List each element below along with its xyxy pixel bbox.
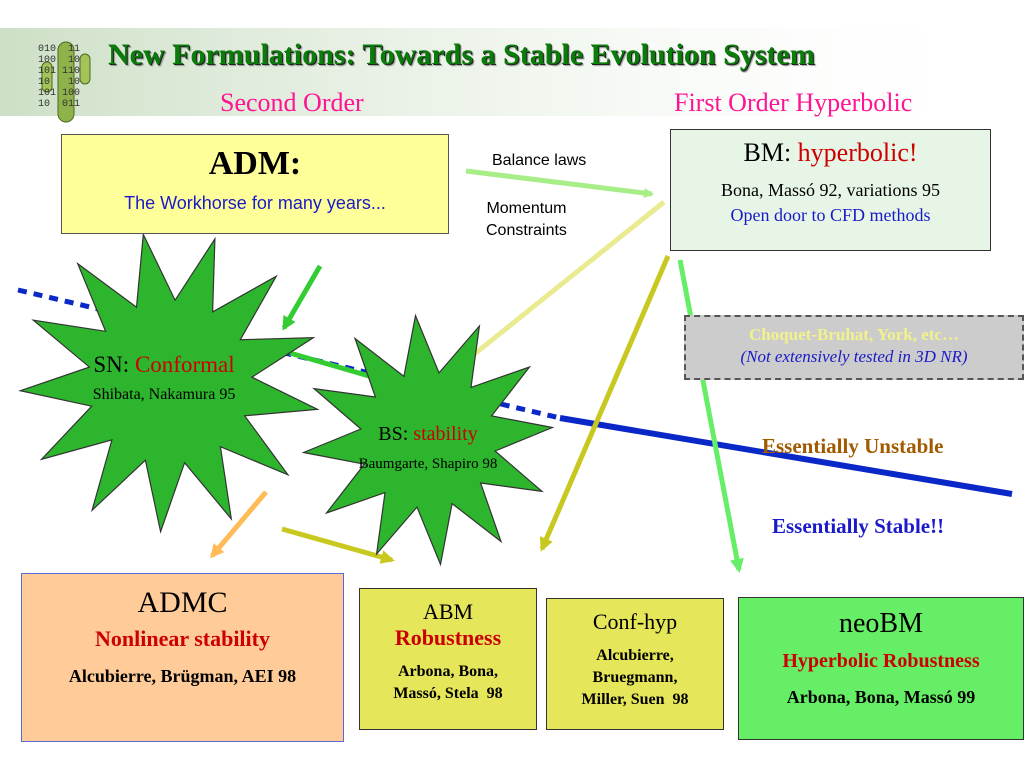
sn-title: SN: Conformal — [64, 352, 264, 378]
neobm-heading: neoBM — [839, 608, 923, 639]
heading-first-order: First Order Hyperbolic — [674, 88, 913, 117]
logo-bits-line: 101 100 — [38, 88, 81, 99]
arrow-sn-to-admc — [210, 490, 268, 559]
logo-bits-line: 10 10 — [38, 77, 81, 88]
choquet-authors: Choquet-Bruhat, York, etc… — [749, 325, 959, 344]
cactus-icon — [41, 41, 91, 123]
logo-bits-line: 101 110 — [38, 66, 81, 77]
confhyp-heading: Conf-hyp — [592, 609, 678, 634]
unstable-label: Essentially Unstable — [762, 434, 944, 458]
admc-box: ADMC Nonlinear stability Alcubierre, Brü… — [21, 573, 344, 742]
logo-bits-line: 010 11 — [38, 44, 81, 55]
sn-accent: Conformal — [134, 352, 235, 377]
sn-label: SN: Conformal Shibata, Nakamura 95 — [64, 352, 264, 404]
bs-label: BS: stability Baumgarte, Shapiro 98 — [328, 423, 528, 473]
arrow-bm-to-confhyp — [539, 255, 671, 552]
abm-heading: ABM — [422, 599, 474, 624]
neobm-box: neoBM Hyperbolic Robustness Arbona, Bona… — [738, 597, 1024, 740]
heading-second-order: Second Order — [220, 88, 364, 117]
abm-box: ABM Robustness Arbona, Bona, Massó, Stel… — [359, 588, 537, 730]
confhyp-box: Conf-hyp Alcubierre, Bruegmann, Miller, … — [546, 598, 724, 730]
bm-box: BM: hyperbolic! Bona, Massó 92, variatio… — [670, 129, 991, 251]
arrow-bm-to-neobm — [677, 259, 744, 573]
abm-subtitle: Robustness — [394, 625, 502, 650]
sn-prefix: SN: — [93, 352, 135, 377]
abm-authors: Arbona, Bona, Massó, Stela 98 — [393, 663, 503, 702]
bm-heading: BM: hyperbolic! — [671, 138, 990, 168]
bs-prefix: BS: — [378, 423, 414, 445]
logo-bits-line: 100 10 — [38, 55, 81, 66]
bs-accent: stability — [413, 423, 478, 445]
confhyp-authors: Alcubierre, Bruegmann, Miller, Suen 98 — [581, 647, 689, 708]
bm-heading-prefix: BM: — [743, 138, 798, 167]
admc-subtitle: Nonlinear stability — [94, 626, 270, 651]
adm-box: ADM: The Workhorse for many years... — [61, 134, 449, 234]
sn-authors: Shibata, Nakamura 95 — [92, 386, 236, 403]
bm-heading-accent: hyperbolic! — [797, 138, 918, 167]
bs-starburst — [301, 313, 555, 567]
page-title: New Formulations: Towards a Stable Evolu… — [108, 38, 815, 71]
stable-label: Essentially Stable!! — [772, 514, 945, 538]
admc-heading: ADMC — [137, 586, 228, 619]
neobm-authors: Arbona, Bona, Massó 99 — [786, 687, 976, 707]
bm-note: Open door to CFD methods — [730, 205, 931, 225]
bm-authors: Bona, Massó 92, variations 95 — [721, 180, 940, 200]
divider-solid — [559, 415, 1013, 497]
bs-authors: Baumgarte, Shapiro 98 — [358, 456, 498, 472]
arrow-bs-to-abm — [281, 526, 395, 564]
momentum-constraints-label: Momentum Constraints — [486, 200, 567, 239]
adm-subtitle: The Workhorse for many years... — [124, 193, 386, 213]
arrow-adm-to-sn — [281, 264, 323, 331]
admc-authors: Alcubierre, Brügman, AEI 98 — [68, 666, 297, 686]
sn-starburst — [18, 232, 320, 534]
header-band — [0, 28, 1024, 116]
logo-bits-line: 10 011 — [38, 99, 81, 110]
choquet-box: Choquet-Bruhat, York, etc… (Not extensiv… — [684, 315, 1024, 380]
bs-title: BS: stability — [328, 423, 528, 446]
choquet-note: (Not extensively tested in 3D NR) — [740, 347, 968, 366]
balance-laws-label: Balance laws — [492, 152, 587, 169]
arrow-adm-to-bm — [465, 168, 654, 198]
adm-heading: ADM: — [208, 145, 302, 182]
neobm-subtitle: Hyperbolic Robustness — [782, 650, 980, 672]
